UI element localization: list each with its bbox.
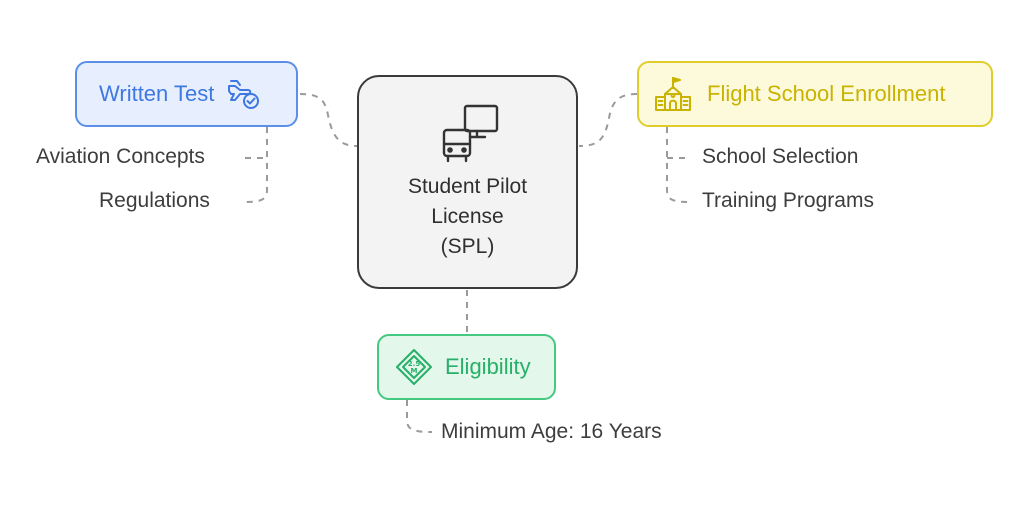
flight-school-item-school-selection: School Selection (702, 145, 859, 168)
flight-school-node[interactable]: Flight School Enrollment (637, 61, 993, 127)
svg-text:M: M (411, 367, 418, 375)
connector-elig-items (406, 400, 433, 433)
flight-school-label: Flight School Enrollment (707, 81, 946, 106)
written-test-label: Written Test (99, 81, 215, 106)
connector-flight-items (666, 127, 691, 203)
eligibility-label: Eligibility (445, 354, 531, 379)
connector-written-items (244, 127, 268, 203)
eligibility-node[interactable]: 2.5 M Eligibility (377, 334, 556, 400)
connector-written-center (299, 93, 358, 147)
written-test-node[interactable]: Written Test (75, 61, 298, 127)
flight-school-item-training-programs: Training Programs (702, 189, 874, 212)
computer-bus-icon (433, 102, 503, 166)
plane-check-icon (226, 78, 262, 110)
connector-flight-center (578, 93, 638, 147)
center-node[interactable]: Student Pilot License (SPL) (357, 75, 578, 289)
written-test-item-aviation-concepts: Aviation Concepts (36, 145, 205, 168)
eligibility-item-minimum-age: Minimum Age: 16 Years (441, 420, 662, 443)
center-title: Student Pilot License (SPL) (408, 172, 527, 262)
school-building-icon (653, 76, 693, 112)
center-title-line-3: (SPL) (440, 235, 495, 258)
svg-text:2.5: 2.5 (408, 360, 421, 368)
center-title-line-1: Student Pilot (407, 175, 528, 198)
center-title-line-2: License (431, 205, 504, 228)
age-badge-icon: 2.5 M (395, 348, 433, 386)
written-test-item-regulations: Regulations (99, 189, 210, 212)
